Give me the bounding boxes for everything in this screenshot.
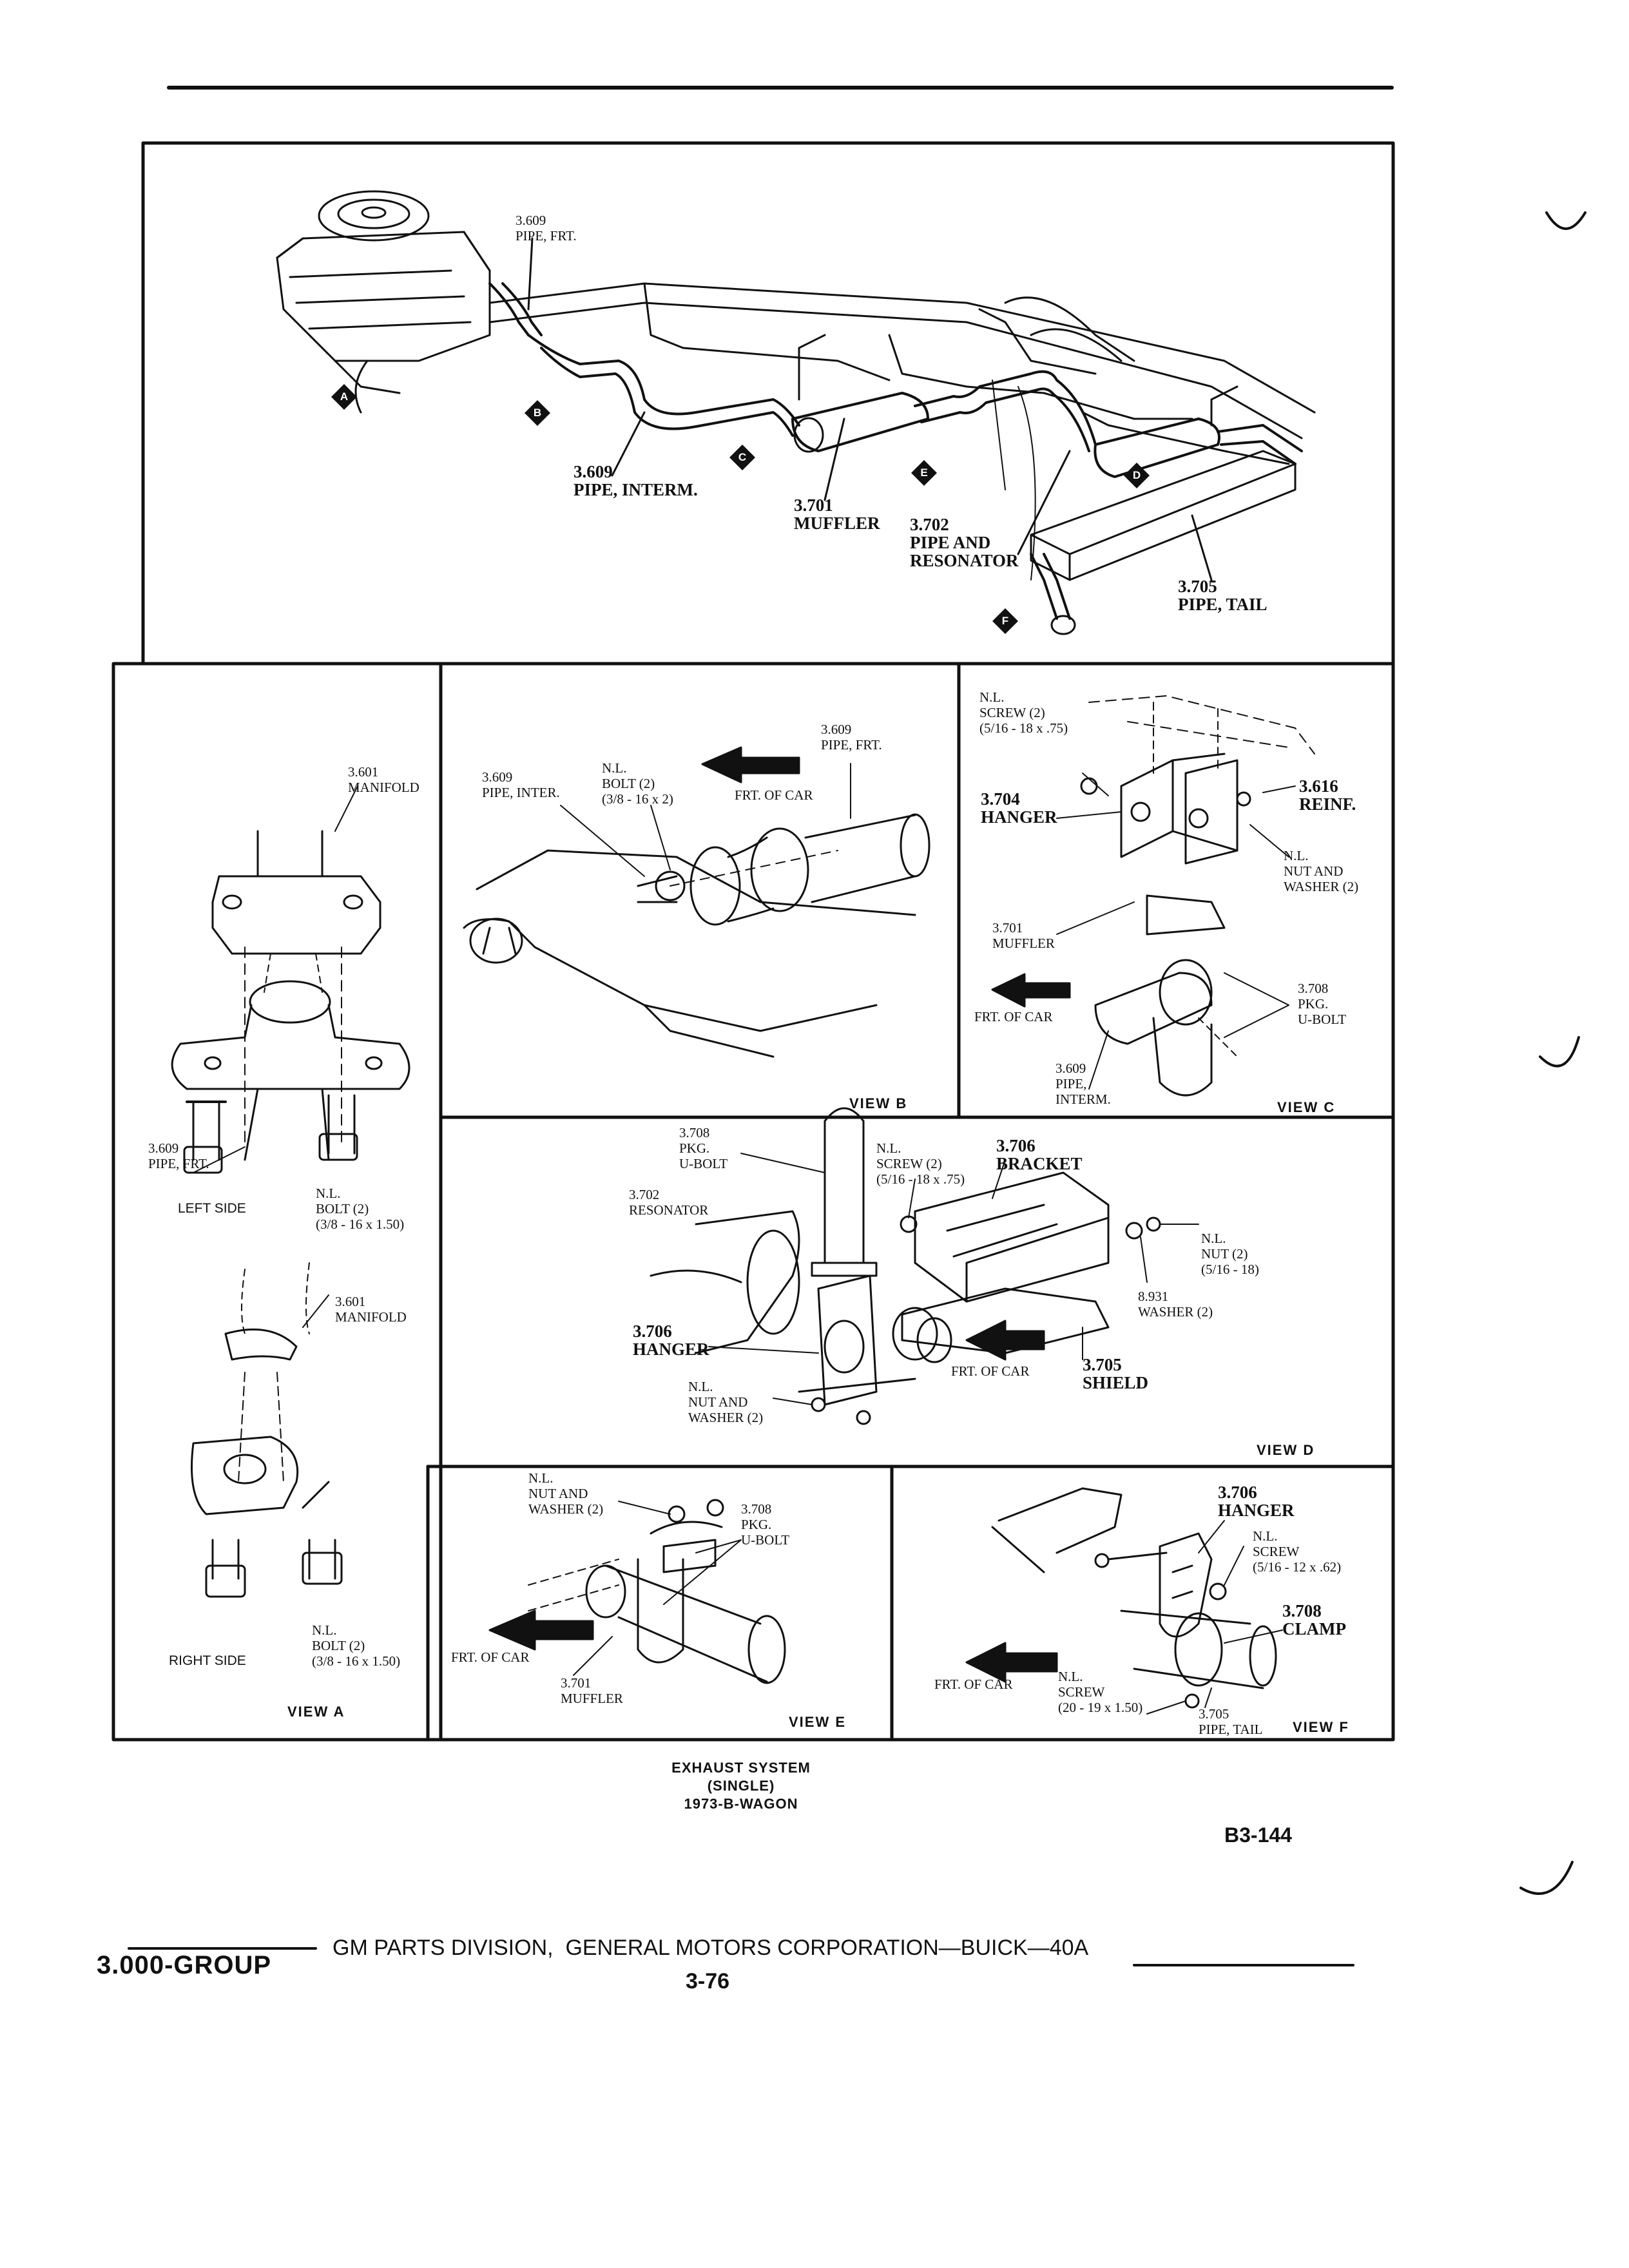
view-c-reinf: 3.616 REINF. xyxy=(1299,776,1356,814)
view-a-right-side: RIGHT SIDE xyxy=(169,1653,246,1668)
view-b-art xyxy=(463,746,930,1058)
main-overview-art xyxy=(276,190,1316,635)
view-d-shield: 3.705 SHIELD xyxy=(1083,1355,1149,1392)
view-f-clamp: 3.708 CLAMP xyxy=(1282,1601,1346,1639)
view-e-art xyxy=(488,1499,786,1684)
view-d-ubolt: 3.708 PKG. U-BOLT xyxy=(679,1125,728,1171)
view-tag-e: E xyxy=(909,457,940,488)
view-b-frt-of-car: FRT. OF CAR xyxy=(735,787,813,803)
view-e-ubolt: 3.708 PKG. U-BOLT xyxy=(741,1501,790,1548)
view-d-screw: N.L. SCREW (2) (5/16 - 18 x .75) xyxy=(876,1140,965,1187)
scan-mark xyxy=(1545,211,1586,230)
view-b-pipe-frt: 3.609 PIPE, FRT. xyxy=(821,722,882,753)
view-c-frt-of-car: FRT. OF CAR xyxy=(974,1009,1053,1024)
label-pipe-interm: 3.609 PIPE, INTERM. xyxy=(574,462,698,499)
view-c-pipe-interm: 3.609 PIPE, INTERM. xyxy=(1055,1061,1111,1107)
figure-id: B3-144 xyxy=(1224,1823,1292,1847)
view-a-title: VIEW A xyxy=(287,1704,345,1720)
label-pipe-frt: 3.609 PIPE, FRT. xyxy=(516,213,577,244)
view-tag-d: D xyxy=(1121,460,1152,491)
label-pipe-tail: 3.705 PIPE, TAIL xyxy=(1178,577,1268,614)
view-tag-b: B xyxy=(522,398,553,428)
view-f-frt-of-car: FRT. OF CAR xyxy=(934,1677,1013,1692)
view-d-resonator: 3.702 RESONATOR xyxy=(629,1187,709,1218)
view-c-muffler: 3.701 MUFFLER xyxy=(992,920,1055,951)
view-d-art xyxy=(650,1107,1199,1425)
view-f-art xyxy=(965,1487,1283,1715)
view-c-screw: N.L. SCREW (2) (5/16 - 18 x .75) xyxy=(979,689,1068,736)
panel-frames xyxy=(111,141,1395,1742)
view-b-bolt: N.L. BOLT (2) (3/8 - 16 x 2) xyxy=(602,760,673,807)
view-a-manifold-bottom: 3.601 MANIFOLD xyxy=(335,1294,407,1325)
view-c-ubolt: 3.708 PKG. U-BOLT xyxy=(1298,981,1347,1027)
footer-group: 3.000-GROUP xyxy=(97,1951,272,1979)
view-tag-a: A xyxy=(329,381,360,412)
caption-line-3: 1973-B-WAGON xyxy=(684,1796,798,1812)
view-d-title: VIEW D xyxy=(1257,1442,1315,1458)
view-e-title: VIEW E xyxy=(789,1714,847,1730)
view-b-title: VIEW B xyxy=(849,1095,908,1111)
view-f-title: VIEW F xyxy=(1293,1719,1349,1735)
footer-page: 3-76 xyxy=(686,1969,730,1994)
view-tag-f: F xyxy=(990,606,1021,637)
view-e-frt-of-car: FRT. OF CAR xyxy=(451,1649,530,1665)
label-muffler: 3.701 MUFFLER xyxy=(794,495,880,533)
view-c-hanger: 3.704 HANGER xyxy=(981,789,1057,827)
figure-caption: EXHAUST SYSTEM (SINGLE) 1973-B-WAGON xyxy=(644,1759,838,1813)
view-c-art xyxy=(991,695,1315,1097)
view-f-screw-top: N.L. SCREW (5/16 - 12 x .62) xyxy=(1253,1528,1342,1575)
view-b-pipe-inter: 3.609 PIPE, INTER. xyxy=(482,769,560,800)
label-pipe-resonator: 3.702 PIPE AND RESONATOR xyxy=(910,515,1019,570)
view-f-pipe-tail: 3.705 PIPE, TAIL xyxy=(1199,1706,1263,1737)
caption-line-1: EXHAUST SYSTEM xyxy=(671,1760,811,1776)
view-f-hanger: 3.706 HANGER xyxy=(1218,1483,1295,1520)
view-d-hanger: 3.706 HANGER xyxy=(633,1321,709,1359)
view-a-bolt-left: N.L. BOLT (2) (3/8 - 16 x 1.50) xyxy=(316,1186,405,1232)
view-tag-c: C xyxy=(727,442,758,473)
view-e-nut-washer: N.L. NUT AND WASHER (2) xyxy=(528,1470,604,1517)
footer-division: GM PARTS DIVISION, GENERAL MOTORS CORPOR… xyxy=(333,1936,1089,1960)
view-a-left-side: LEFT SIDE xyxy=(178,1201,246,1216)
view-a-bolt-right: N.L. BOLT (2) (3/8 - 16 x 1.50) xyxy=(312,1622,401,1669)
view-c-nut-washer: N.L. NUT AND WASHER (2) xyxy=(1284,848,1359,894)
view-d-nut: N.L. NUT (2) (5/16 - 18) xyxy=(1201,1231,1259,1277)
caption-line-2: (SINGLE) xyxy=(707,1778,775,1794)
view-d-washer: 8.931 WASHER (2) xyxy=(1138,1289,1213,1320)
view-f-screw-bottom: N.L. SCREW (20 - 19 x 1.50) xyxy=(1058,1669,1143,1715)
view-c-title: VIEW C xyxy=(1277,1099,1336,1115)
view-a-pipe-frt: 3.609 PIPE, FRT. xyxy=(148,1140,209,1171)
view-e-muffler: 3.701 MUFFLER xyxy=(561,1675,623,1706)
view-d-frt-of-car: FRT. OF CAR xyxy=(951,1363,1030,1379)
view-d-bracket: 3.706 BRACKET xyxy=(996,1136,1083,1173)
scan-mark xyxy=(1519,1861,1574,1895)
view-d-nut-washer: N.L. NUT AND WASHER (2) xyxy=(688,1379,764,1425)
view-a-manifold-top: 3.601 MANIFOLD xyxy=(348,764,419,795)
view-a-art xyxy=(171,785,410,1598)
scan-mark xyxy=(1539,1036,1580,1068)
